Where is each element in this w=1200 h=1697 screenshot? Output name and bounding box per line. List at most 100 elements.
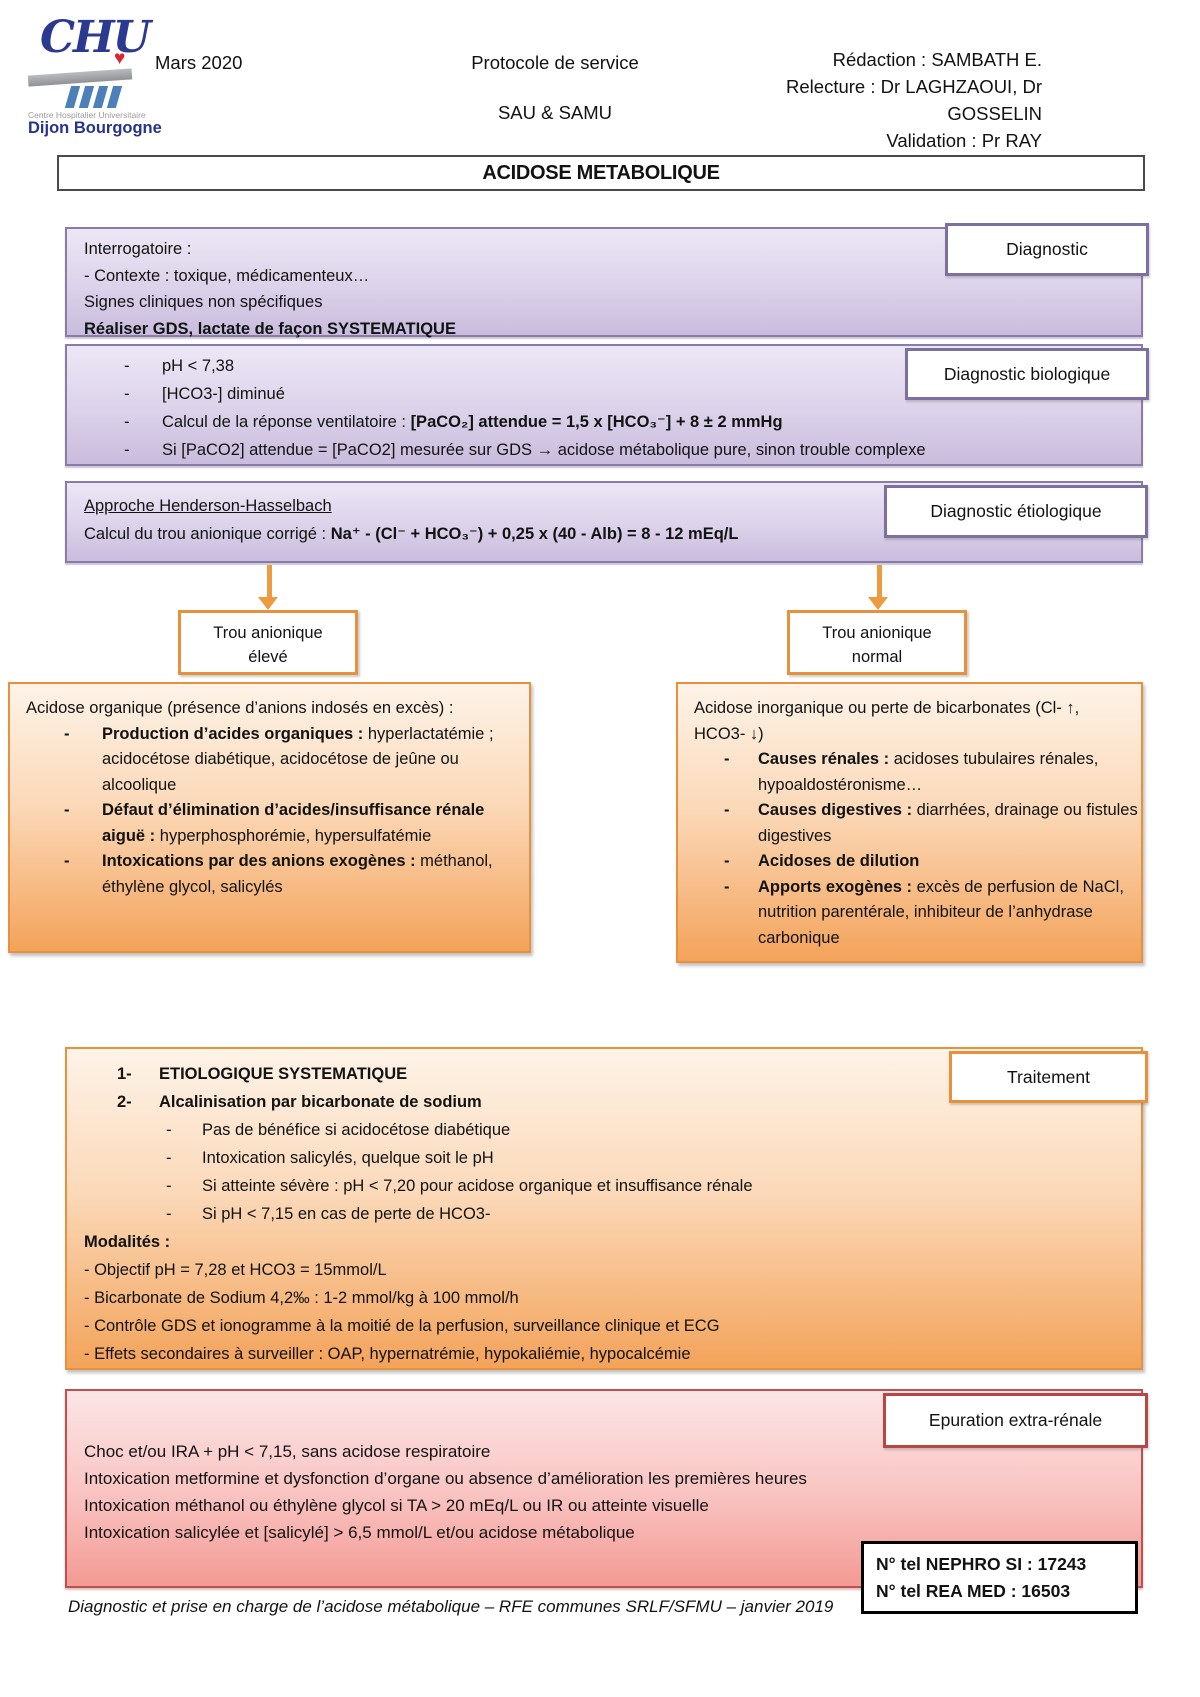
trou-title: Trou anionique	[822, 624, 932, 642]
etio-formula: Na⁺ - (Cl⁻ + HCO₃⁻) + 0,25 x (40 - Alb) …	[330, 525, 739, 543]
traitement-subitem: - Pas de bénéfice si acidocétose diabéti…	[67, 1116, 1141, 1144]
step-text: Alcalinisation par bicarbonate de sodium	[159, 1093, 482, 1111]
step-number: 2-	[117, 1093, 132, 1111]
document-date: Mars 2020	[155, 52, 243, 73]
diagnostic-line: - Contexte : toxique, médicamenteux…	[84, 266, 370, 285]
bullet-dash: -	[64, 801, 70, 819]
logo-bridge-shape	[27, 68, 133, 87]
down-arrow-icon	[877, 565, 882, 598]
credit-relecture: Relecture : Dr LAGHZAOUI, Dr GOSSELIN	[786, 76, 1042, 124]
bullet-dash: -	[724, 877, 730, 896]
bio-item-text: Si [PaCO2] attendue = [PaCO2] mesurée su…	[162, 441, 537, 459]
heart-icon: ♥	[114, 48, 126, 69]
bio-item-text: [HCO3-] diminué	[162, 385, 285, 403]
trou-title: Trou anionique	[213, 624, 323, 642]
list-item: - Défaut d’élimination d’acides/insuffis…	[10, 798, 497, 849]
step-number: 1-	[117, 1065, 132, 1083]
bullet-dash: -	[64, 852, 70, 870]
page-title: ACIDOSE METABOLIQUE	[57, 155, 1145, 191]
document-service: SAU & SAMU	[497, 102, 613, 123]
diagnostic-line-bold: Réaliser GDS, lactate de façon SYSTEMATI…	[84, 319, 456, 338]
bio-item: - pH < 7,38	[67, 352, 1141, 380]
credit-validation: Validation : Pr RAY	[886, 130, 1042, 151]
down-arrow-icon	[258, 597, 278, 610]
subitem-text: Pas de bénéfice si acidocétose diabétiqu…	[202, 1121, 511, 1139]
epuration-line: Intoxication metformine et dysfonction d…	[84, 1469, 807, 1488]
down-arrow-icon	[267, 565, 272, 598]
item-rest: hyperphosphorémie, hypersulfatémie	[155, 826, 432, 845]
traitement-subitem: - Intoxication salicylés, quelque soit l…	[67, 1144, 1141, 1172]
item-bold: Intoxications par des anions exogènes :	[102, 852, 416, 870]
modalite-line: - Bicarbonate de Sodium 4,2‰ : 1-2 mmol/…	[84, 1289, 519, 1307]
epuration-line: Intoxication salicylée et [salicylé] > 6…	[84, 1523, 635, 1542]
subitem-text: Si atteinte sévère : pH < 7,20 pour acid…	[202, 1177, 753, 1195]
trou-title: élevé	[248, 648, 288, 666]
phone-rea: N° tel REA MED : 16503	[876, 1580, 1071, 1601]
bio-item: - Si [PaCO2] attendue = [PaCO2] mesurée …	[67, 436, 1141, 464]
modalite-line: - Effets secondaires à surveiller : OAP,…	[84, 1345, 691, 1363]
bullet-dash: -	[724, 750, 730, 768]
bullet-dash: -	[166, 1149, 172, 1167]
item-rest: hyperlactatémie ; acidocétose diabétique…	[102, 724, 494, 794]
list-item: - Causes digestives : diarrhées, drainag…	[678, 798, 1140, 849]
traitement-step: 2- Alcalinisation par bicarbonate de sod…	[67, 1088, 1141, 1116]
etio-heading: Approche Henderson-Hasselbach	[84, 497, 332, 515]
phone-nephro: N° tel NEPHRO SI : 17243	[876, 1553, 1087, 1574]
right-arrow-icon: →	[536, 441, 554, 459]
item-bold: Causes digestives :	[758, 801, 913, 819]
item-bold: Production d’acides organiques :	[102, 724, 364, 743]
bullet-dash: -	[124, 413, 130, 431]
list-item: - Intoxications par des anions exogènes …	[10, 849, 497, 900]
modalites-title: Modalités :	[84, 1233, 171, 1251]
etio-calc-prefix: Calcul du trou anionique corrigé :	[84, 525, 331, 543]
epuration-line: Choc et/ou IRA + pH < 7,15, sans acidose…	[84, 1442, 491, 1461]
item-bold: Causes rénales :	[758, 750, 890, 768]
acidose-inorganique-intro: Acidose inorganique ou perte de bicarbon…	[694, 699, 1080, 743]
bullet-dash: -	[124, 357, 130, 375]
bio-item-text: Calcul de la réponse ventilatoire :	[162, 413, 411, 431]
trou-title: normal	[851, 648, 903, 666]
item-rest: excès de perfusion de NaCl, nutrition pa…	[758, 877, 1124, 947]
subitem-text: Si pH < 7,15 en cas de perte de HCO3-	[202, 1205, 491, 1223]
chu-dijon-logo: CHU ♥ Centre Hospitalier Universitaire D…	[26, 10, 166, 137]
diagnostic-biologique-label: Diagnostic biologique	[905, 348, 1149, 400]
item-rest: méthanol, éthylène glycol, salicylés	[102, 852, 493, 896]
down-arrow-icon	[868, 597, 888, 610]
acidose-organique-box: Acidose organique (présence d’anions ind…	[8, 682, 531, 953]
diagnostic-line: Interrogatoire :	[84, 240, 192, 258]
trou-anionique-normal-box: Trou anionique normal	[787, 610, 967, 675]
diagnostic-etiologique-label: Diagnostic étiologique	[884, 485, 1148, 538]
acidose-inorganique-box: Acidose inorganique ou perte de bicarbon…	[676, 682, 1143, 963]
credit-redaction: Rédaction : SAMBATH E.	[832, 49, 1042, 70]
item-bold: Défaut d’élimination d’acides/insuffisan…	[102, 801, 485, 845]
bio-item-text: pH < 7,38	[162, 357, 235, 375]
logo-subtitle: Centre Hospitalier Universitaire	[28, 110, 146, 120]
document-type: Protocole de service	[471, 52, 639, 73]
document-credits: Rédaction : SAMBATH E. Relecture : Dr LA…	[700, 46, 1042, 154]
traitement-subitem: - Si pH < 7,15 en cas de perte de HCO3-	[67, 1200, 1141, 1228]
bullet-dash: -	[166, 1121, 172, 1139]
reference-footnote: Diagnostic et prise en charge de l’acido…	[68, 1597, 834, 1616]
bullet-dash: -	[124, 441, 130, 459]
list-item: - Causes rénales : acidoses tubulaires r…	[678, 747, 1140, 798]
phone-numbers-box: N° tel NEPHRO SI : 17243 N° tel REA MED …	[861, 1541, 1138, 1614]
modalite-line: - Objectif pH = 7,28 et HCO3 = 15mmol/L	[84, 1261, 387, 1279]
bullet-dash: -	[724, 801, 730, 819]
bio-item: - [HCO3-] diminué	[67, 380, 1141, 408]
diagnostic-label: Diagnostic	[945, 223, 1149, 276]
diagnostic-line: Signes cliniques non spécifiques	[84, 293, 323, 311]
step-text: ETIOLOGIQUE SYSTEMATIQUE	[159, 1065, 408, 1083]
subitem-text: Intoxication salicylés, quelque soit le …	[202, 1149, 494, 1167]
bullet-dash: -	[166, 1177, 172, 1195]
acidose-organique-intro: Acidose organique (présence d’anions ind…	[26, 699, 454, 717]
modalite-line: - Contrôle GDS et ionogramme à la moitié…	[84, 1317, 720, 1335]
logo-acronym: CHU	[40, 12, 151, 63]
bullet-dash: -	[724, 852, 730, 870]
item-rest: acidoses tubulaires rénales, hypoaldosté…	[758, 750, 1099, 794]
bullet-dash: -	[166, 1205, 172, 1223]
traitement-label: Traitement	[949, 1051, 1148, 1103]
traitement-step: 1- ETIOLOGIQUE SYSTEMATIQUE	[67, 1060, 1141, 1088]
list-item: - Apports exogènes : excès de perfusion …	[678, 875, 1140, 952]
bullet-dash: -	[124, 385, 130, 403]
